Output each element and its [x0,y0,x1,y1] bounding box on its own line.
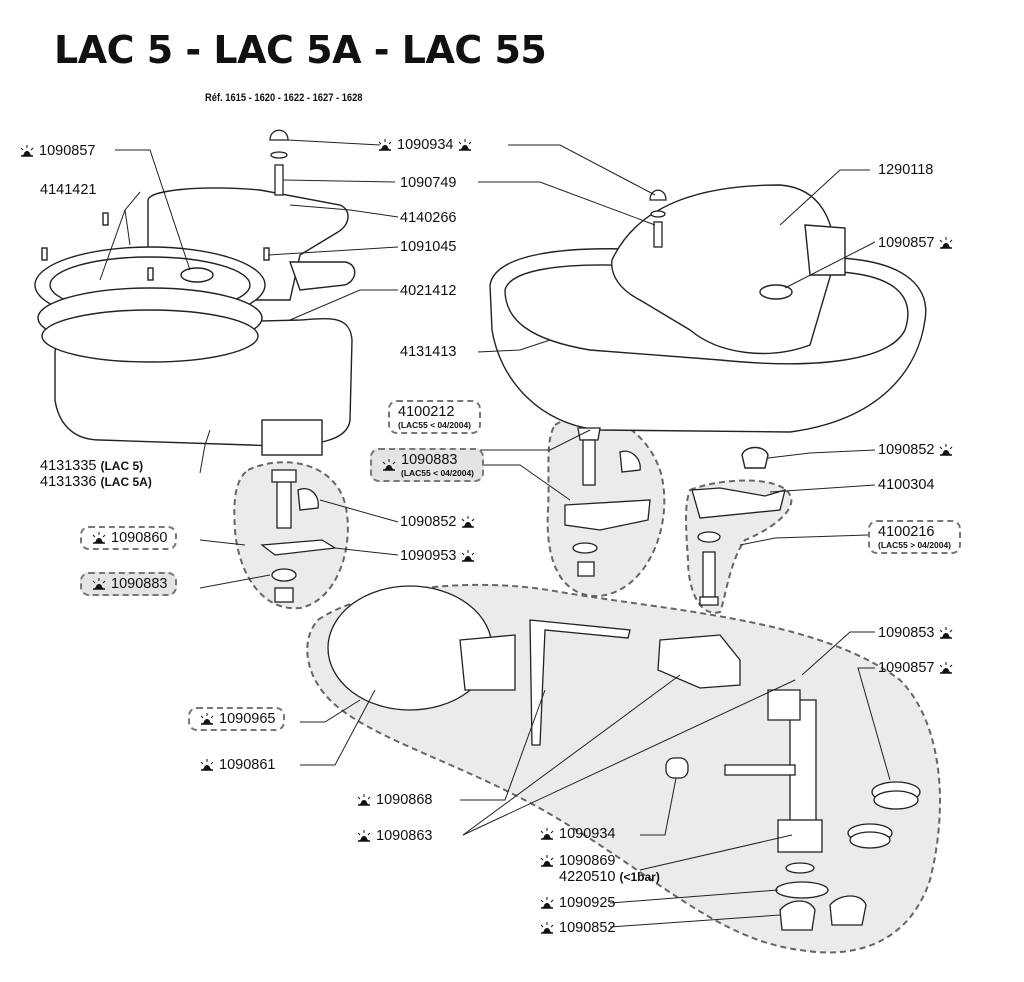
reference-numbers: Réf. 1615 - 1620 - 1622 - 1627 - 1628 [205,92,363,104]
bulb-icon [198,757,216,773]
part-label-boxed: 1090965 [188,707,286,731]
part-number: 1091045 [400,239,457,255]
bulb-icon [355,828,373,844]
part-number: 1090925 [559,895,616,911]
part-label: 1090861 [198,757,275,773]
bulb-icon [538,826,556,842]
bulb-icon [459,548,477,564]
part-label: 4140266 [400,210,456,226]
part-label: 1290118 [878,162,933,178]
part-number: 4141421 [40,182,97,198]
part-number: 1090965 [219,711,276,727]
part-label: 1090853 [878,625,955,641]
part-label: 1090852 [400,514,477,530]
part-label-boxed: 1090883(LAC55 < 04/2004) [370,448,484,482]
part-label-boxed: 4100216(LAC55 > 04/2004) [868,520,961,554]
part-label: 1090925 [538,895,615,911]
part-number: 1090853 [878,625,935,641]
part-number: 1090934 [559,826,616,842]
bulb-icon [937,235,955,251]
part-number: 4131335 (LAC 5) [40,458,144,474]
part-label: 4131335 (LAC 5)4131336 (LAC 5A) [40,458,152,490]
part-label: 4021412 [400,283,456,299]
part-note: (LAC55 < 04/2004) [401,468,474,478]
part-number: 1090869 [559,853,616,869]
part-number: 1090861 [219,757,276,773]
part-label: 4100304 [878,477,934,493]
float-parts [327,585,921,931]
part-number: 1090868 [376,792,433,808]
part-number: 1090883 [401,452,458,468]
part-label: 1090852 [538,920,615,936]
part-label: 1091045 [400,239,456,255]
part-number: 1090852 [878,442,935,458]
part-note: (LAC55 < 04/2004) [398,420,471,430]
lac5-trough [34,187,356,456]
part-number: 1290118 [878,162,934,178]
part-number: 1090860 [111,530,168,546]
part-label: 1090857 [18,143,95,159]
bulb-icon [937,660,955,676]
part-label: 1090857 [878,660,955,676]
part-number: 4100216 [878,524,935,540]
part-label-boxed: 4100212(LAC55 < 04/2004) [388,400,481,434]
part-note: (LAC55 > 04/2004) [878,540,951,550]
part-label: 1090749 [400,175,456,191]
part-label: 4141421 [40,182,96,198]
part-number: 1090852 [400,514,457,530]
part-label: 1090863 [355,828,432,844]
part-number: 4220510 (<1bar) [559,869,660,885]
part-label-boxed: 1090883 [80,572,178,596]
part-number: 4131336 (LAC 5A) [40,474,152,490]
bulb-icon [937,625,955,641]
bulb-icon [90,576,108,592]
lac55-trough [489,184,927,469]
part-label: 1090868 [355,792,432,808]
bulb-icon [456,137,474,153]
bulb-icon [18,143,36,159]
part-label: 4131413 [400,344,456,360]
leader-lines [99,139,891,928]
part-label: 1090934 [376,137,474,153]
part-number: 4100212 [398,404,455,420]
part-number: 1090857 [878,235,935,251]
bulb-icon [538,853,556,869]
part-number: 1090749 [400,175,457,191]
part-number: 1090953 [400,548,457,564]
bulb-icon [538,920,556,936]
part-label: 1090852 [878,442,955,458]
part-number: 1090883 [111,576,168,592]
part-number: 4100304 [878,477,935,493]
bulb-icon [90,530,108,546]
bulb-icon [538,895,556,911]
part-number: 1090857 [39,143,96,159]
part-number: 1090852 [559,920,616,936]
bulb-icon [459,514,477,530]
part-label-boxed: 1090860 [80,526,178,550]
part-number: 4021412 [400,283,457,299]
part-number: 4131413 [400,344,457,360]
small-parts [269,129,667,248]
valve-parts-left [260,427,786,606]
bulb-icon [355,792,373,808]
part-label: 1090953 [400,548,477,564]
bulb-icon [380,457,398,473]
part-number: 1090863 [376,828,433,844]
bulb-icon [376,137,394,153]
bulb-icon [937,442,955,458]
part-number: 1090857 [878,660,935,676]
part-number: 4140266 [400,210,457,226]
part-label: 1090857 [878,235,955,251]
bulb-icon [198,711,216,727]
page-title: LAC 5 - LAC 5A - LAC 55 [54,28,547,72]
part-label: 1090934 [538,826,615,842]
part-number: 1090934 [397,137,454,153]
